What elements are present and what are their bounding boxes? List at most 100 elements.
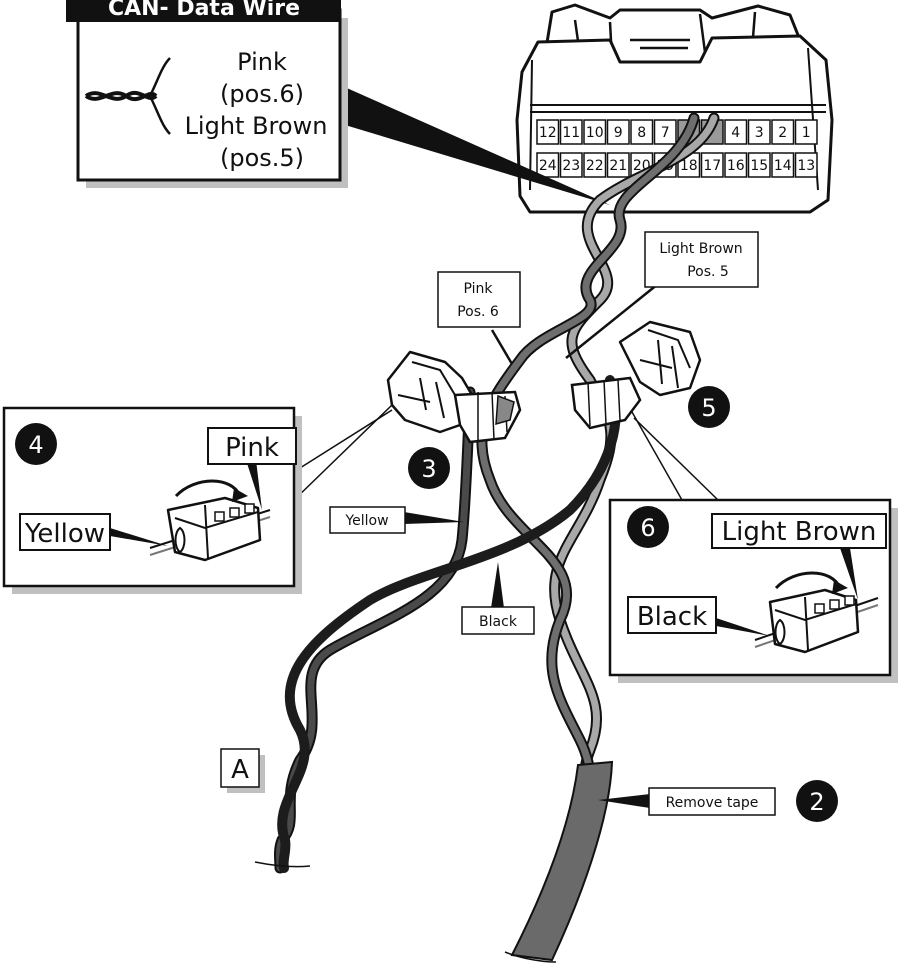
- legend-wire1-pos: (pos.6): [220, 80, 304, 108]
- black-wire: [277, 375, 621, 873]
- callout-yellow-box: [329, 506, 406, 534]
- pin-number: 8: [637, 125, 646, 141]
- inset-left: Pink Yellow 4: [2, 404, 393, 594]
- pin-cell: [559, 119, 583, 145]
- step-3-number: 3: [421, 455, 436, 483]
- callout-remove-tape-label: Remove tape: [666, 795, 759, 811]
- inset-right-light-brown-label-box: [711, 513, 887, 549]
- callout-pink-line1: Pink: [463, 281, 493, 297]
- legend-title-bar: [66, 0, 341, 22]
- connector-face-outline: [530, 104, 826, 113]
- step-6-number: 6: [640, 514, 655, 542]
- pin-number: 1: [802, 125, 811, 141]
- callout-black-box: [461, 606, 535, 635]
- pin-number: 12: [539, 125, 557, 141]
- inset-right-connector-icon: [754, 571, 879, 654]
- pin-number: 21: [609, 158, 627, 174]
- step-6-badge: [627, 506, 669, 548]
- pin-cell: [606, 152, 630, 178]
- inset-right-light-brown-label: Light Brown: [722, 517, 877, 547]
- callout-pink-line2: Pos. 6: [457, 304, 499, 320]
- pin-cell: [583, 119, 607, 145]
- pin-number: 15: [750, 158, 768, 174]
- callout-black-pointer: [491, 562, 504, 608]
- callout-pink-box: [437, 271, 521, 328]
- step-5-badge: [688, 386, 730, 428]
- pin-cell: [559, 152, 583, 178]
- pin-cell: [771, 119, 795, 145]
- legend-box: CAN- Data Wire Pink (pos.6) Light Brown …: [66, 0, 610, 205]
- callout-black-label: Black: [479, 614, 518, 630]
- step-4-badge: [15, 423, 57, 465]
- inset-right-light-brown-pointer: [840, 548, 858, 600]
- pin-number: 22: [586, 158, 604, 174]
- legend-wire2-name: Light Brown: [185, 112, 328, 140]
- pin-number: 13: [797, 158, 815, 174]
- callout-a-label: A: [231, 755, 249, 785]
- callout-light-brown-line1: Light Brown: [659, 241, 742, 257]
- callout-light-brown-leader: [565, 283, 659, 359]
- pin-cell: [630, 119, 654, 145]
- step-2-number: 2: [809, 788, 824, 816]
- pin-cell: [724, 152, 748, 178]
- step-4-number: 4: [28, 431, 43, 459]
- step-5-number: 5: [701, 394, 716, 422]
- pin-number: 7: [661, 125, 670, 141]
- legend-pointer: [340, 85, 610, 205]
- callout-yellow-pointer: [404, 512, 464, 524]
- pin-cell: [653, 119, 677, 145]
- inset-right-black-label-box: [627, 596, 717, 634]
- callout-a-box: [220, 748, 260, 788]
- callout-yellow: Yellow: [329, 506, 464, 534]
- callout-light-brown-box: [644, 231, 759, 288]
- pin-cell: [794, 152, 818, 178]
- pin-cell: [771, 152, 795, 178]
- callout-pink-leader: [490, 329, 514, 365]
- pin-number: 2: [778, 125, 787, 141]
- pin-cell: [583, 152, 607, 178]
- pin-number: 14: [774, 158, 792, 174]
- inset-left-pink-label-box: [207, 427, 297, 465]
- step-2-badge: [796, 780, 838, 822]
- callout-remove-tape-box: [648, 787, 776, 816]
- t-tap-left: [386, 350, 522, 444]
- callout-a: A: [220, 748, 265, 793]
- legend-wire2-pos: (pos.5): [220, 144, 304, 172]
- inset-left-yellow-label-box: [19, 513, 111, 551]
- callout-remove-tape: Remove tape: [598, 787, 776, 816]
- pin-number: 4: [731, 125, 740, 141]
- pin-cell: [606, 119, 630, 145]
- pin-number: 11: [562, 125, 580, 141]
- light-brown-wire: [549, 112, 720, 796]
- pin-cell: [794, 119, 818, 145]
- inset-left-yellow-label: Yellow: [24, 519, 105, 549]
- legend-wire1-name: Pink: [237, 48, 287, 76]
- inset-left-connector-icon: [149, 479, 271, 562]
- pin-cell: [536, 119, 560, 145]
- callout-black: Black: [461, 562, 535, 635]
- inset-left-pink-label: Pink: [225, 433, 279, 463]
- inset-right-black-label: Black: [637, 602, 707, 632]
- pin-number: 24: [539, 158, 557, 174]
- twisted-pair-icon: [84, 57, 171, 135]
- inset-left-yellow-pointer: [110, 528, 168, 546]
- pin-cell: [747, 119, 771, 145]
- tape-sleeve: [510, 760, 614, 962]
- step-3-badge: [408, 447, 450, 489]
- pin-cell: [700, 152, 724, 178]
- light-brown-wire-fill: [551, 114, 718, 794]
- pin-cell: [724, 119, 748, 145]
- pin-cell: [747, 152, 771, 178]
- t-tap-right: [570, 320, 702, 430]
- pin-number: 17: [703, 158, 721, 174]
- pin-number: 3: [755, 125, 764, 141]
- callout-light-brown-line2: Pos. 5: [687, 264, 729, 280]
- cable-a-end-cut: [254, 861, 311, 868]
- pin-number: 18: [680, 158, 698, 174]
- callout-pink: Pink Pos. 6: [437, 271, 521, 365]
- callout-remove-tape-pointer: [598, 794, 650, 808]
- callout-light-brown: Light Brown Pos. 5: [565, 231, 759, 359]
